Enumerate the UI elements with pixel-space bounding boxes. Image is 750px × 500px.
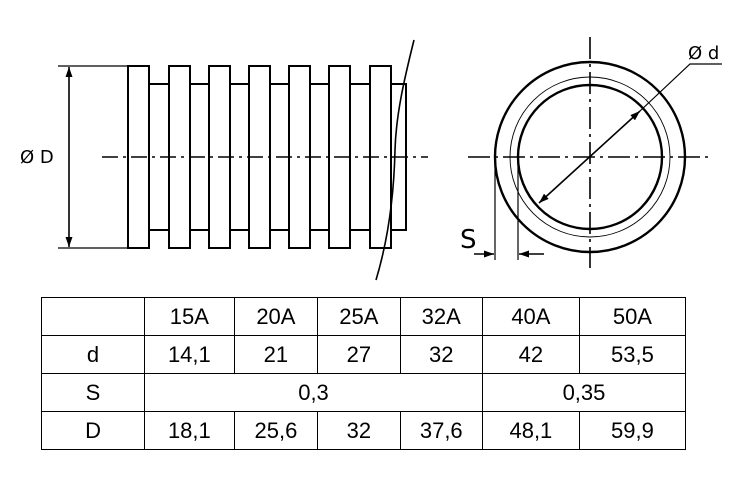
table-cell: 32	[399, 335, 483, 374]
row-label: d	[40, 335, 146, 374]
table-cell: 18,1	[144, 411, 235, 450]
table-header-cell: 25A	[317, 297, 401, 336]
table-header-cell: 20A	[233, 297, 319, 336]
wall-thickness-label: S	[460, 225, 477, 255]
table-cell: 14,1	[144, 335, 235, 374]
inner-diameter-dimension	[538, 110, 641, 204]
table-cell: 53,5	[578, 335, 687, 374]
table-header-cell	[40, 297, 146, 336]
table-header-cell: 15A	[144, 297, 235, 336]
row-label: S	[40, 373, 146, 412]
table-row-d: d 14,1 21 27 32 42 53,5	[40, 335, 687, 374]
table-cell: 48,1	[481, 411, 580, 450]
table-cell: 0,3	[144, 373, 483, 412]
table-header-cell: 40A	[481, 297, 580, 336]
table-cell: 21	[233, 335, 319, 374]
table-header-cell: 32A	[399, 297, 483, 336]
table-row-s: S 0,3 0,35	[40, 373, 687, 412]
break-line	[375, 39, 415, 281]
table-cell: 27	[317, 335, 401, 374]
table-cell: 37,6	[399, 411, 483, 450]
technical-drawing: Ø D Ø d S	[20, 37, 722, 281]
table-cell: 42	[481, 335, 580, 374]
outer-diameter-label: Ø D	[20, 147, 54, 168]
table-cell: 59,9	[578, 411, 687, 450]
inner-diameter-label: Ø d	[688, 43, 719, 64]
table-cell: 32	[317, 411, 401, 450]
specification-table: 15A 20A 25A 32A 40A 50A d 14,1 21 27 32 …	[40, 297, 687, 450]
table-header-cell: 50A	[578, 297, 687, 336]
table-row-D: D 18,1 25,6 32 37,6 48,1 59,9	[40, 411, 687, 450]
table-cell: 0,35	[481, 373, 687, 412]
row-label: D	[40, 411, 146, 450]
table-cell: 25,6	[233, 411, 319, 450]
table-header-row: 15A 20A 25A 32A 40A 50A	[40, 297, 687, 336]
